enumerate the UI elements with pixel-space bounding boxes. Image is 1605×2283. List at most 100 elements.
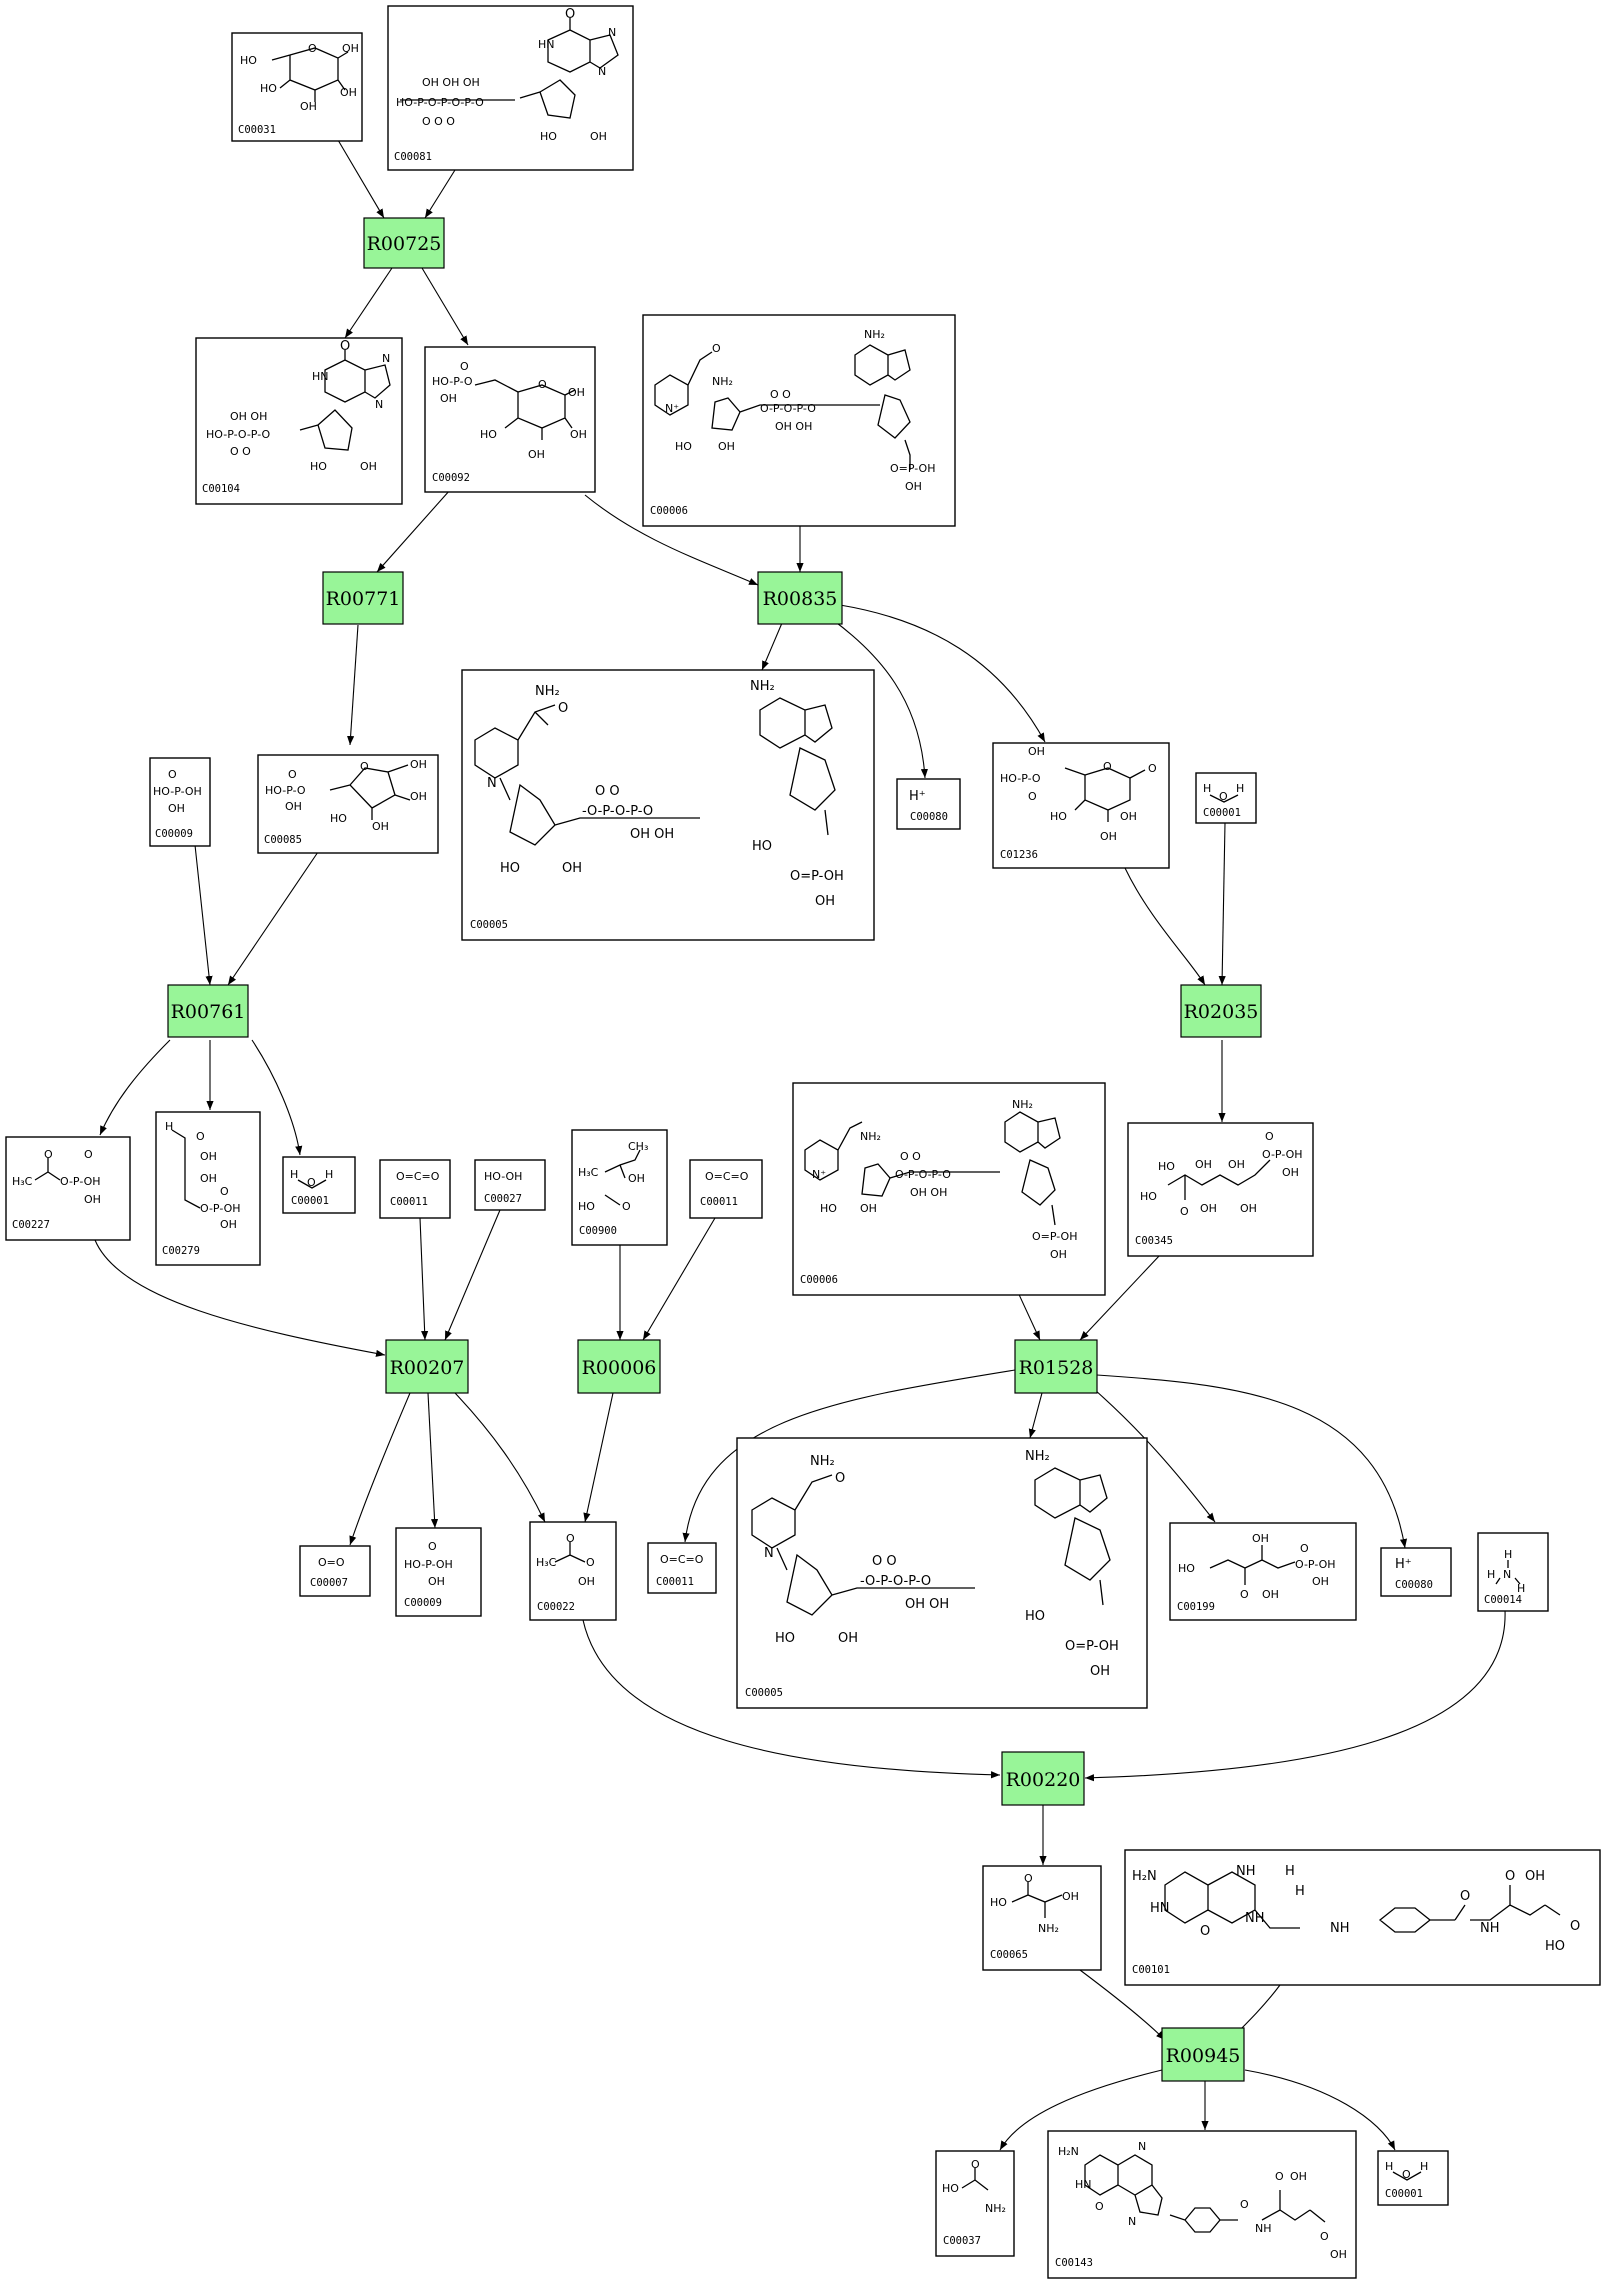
reaction-box <box>757 571 843 625</box>
compound-node-c00092[interactable]: O HO-P-O OH O OH HO OH OH C00092 <box>424 346 596 493</box>
compound-node-c01236[interactable]: OH HO-P-O O O O HO OH OH C01236 <box>992 742 1170 869</box>
svg-text:OH: OH <box>428 1575 445 1588</box>
reaction-node-r01528[interactable]: R01528 <box>1014 1339 1098 1394</box>
compound-node-c00081[interactable]: O HN N N OH OH OH HO-P-O-P-O-P-O O O O H… <box>387 5 634 171</box>
compound-node-c00027[interactable]: HO-OH C00027 <box>474 1159 546 1211</box>
compound-label: C00014 <box>1484 1594 1522 1606</box>
compound-node-c00006a[interactable]: O NH₂ NH₂ N⁺ O O O-P-O-P-O OH OH HO OH O… <box>642 314 956 527</box>
svg-text:OH: OH <box>1200 1202 1217 1215</box>
compound-node-c00900[interactable]: CH₃ H₃C OH HO O C00900 <box>571 1129 668 1246</box>
svg-text:N: N <box>1503 1568 1511 1581</box>
reaction-node-r00220[interactable]: R00220 <box>1001 1751 1085 1806</box>
svg-text:O O: O O <box>230 445 251 458</box>
svg-text:OH: OH <box>1228 1158 1245 1171</box>
structure-c00345: O O-P-OH OH HO OH OH HO OH OH O <box>1140 1130 1303 1218</box>
svg-text:H₃C: H₃C <box>536 1556 557 1569</box>
compound-node-c00143[interactable]: H₂N N HN O N O NH O OH O OH C00143 <box>1047 2130 1357 2279</box>
svg-text:HO: HO <box>820 1202 837 1215</box>
compound-node-c00001c[interactable]: H O H C00001 <box>1377 2150 1449 2206</box>
svg-text:OH: OH <box>815 894 835 909</box>
svg-text:O: O <box>565 7 575 22</box>
reaction-label: R02035 <box>1184 1001 1259 1023</box>
compound-node-c00104[interactable]: O HN N N OH OH HO-P-O-P-O O O HO OH C001… <box>195 337 403 505</box>
compound-node-c00199[interactable]: OH O HO O-P-OH O OH OH C00199 <box>1169 1522 1357 1621</box>
compound-node-c00006b[interactable]: NH₂ NH₂ N⁺ O O O-P-O-P-O OH OH HO OH O=P… <box>792 1082 1106 1296</box>
svg-text:O: O <box>340 339 350 354</box>
reaction-node-r02035[interactable]: R02035 <box>1180 984 1262 1038</box>
compound-label: C00011 <box>700 1196 738 1208</box>
compound-node-c00001a[interactable]: H O H C00001 <box>1195 772 1257 824</box>
svg-text:O: O <box>586 1556 595 1569</box>
svg-text:OH: OH <box>1195 1158 1212 1171</box>
compound-node-c00007[interactable]: O=O C00007 <box>299 1545 371 1597</box>
compound-node-c00037[interactable]: O HO NH₂ C00037 <box>935 2150 1015 2257</box>
structure-c00011a: O=C=O <box>396 1170 440 1183</box>
compound-node-c00011c[interactable]: O=C=O C00011 <box>647 1542 717 1594</box>
svg-text:O: O <box>1148 762 1157 775</box>
svg-text:H₃C: H₃C <box>578 1166 599 1179</box>
svg-text:O: O <box>835 1471 845 1486</box>
structure-c00092: O HO-P-O OH O OH HO OH OH <box>432 360 587 461</box>
compound-label: C00011 <box>656 1576 694 1588</box>
svg-text:HO: HO <box>1545 1939 1565 1954</box>
reaction-node-r00945[interactable]: R00945 <box>1161 2027 1245 2082</box>
compound-node-c00279[interactable]: H O OH OH O-P-OH O OH C00279 <box>155 1111 261 1266</box>
edge-c00014-r00220 <box>1084 1609 1506 1782</box>
svg-text:O: O <box>1240 2198 1249 2211</box>
compound-node-c00011a[interactable]: O=C=O C00011 <box>379 1159 451 1219</box>
svg-text:O: O <box>1200 1924 1210 1939</box>
compound-label: C00199 <box>1177 1601 1215 1613</box>
edge-c00031-r00725 <box>337 139 385 219</box>
compound-node-c00014[interactable]: H H N H C00014 <box>1477 1532 1549 1612</box>
structure-c00007: O=O <box>318 1556 345 1569</box>
compound-node-c00005a[interactable]: NH₂ O NH₂ N O O -O-P-O-P-O OH OH HO OH H… <box>461 669 875 941</box>
svg-text:NH: NH <box>1236 1864 1256 1879</box>
svg-text:OH OH: OH OH <box>910 1186 947 1199</box>
svg-text:HO: HO <box>1050 810 1067 823</box>
svg-text:NH: NH <box>1330 1921 1350 1936</box>
reaction-node-r00207[interactable]: R00207 <box>385 1339 469 1394</box>
compound-node-c00085[interactable]: O HO-P-O OH O OH OH HO OH C00085 <box>257 754 439 854</box>
compound-node-c00011b[interactable]: O=C=O C00011 <box>689 1159 763 1219</box>
svg-text:HO: HO <box>675 440 692 453</box>
compound-node-c00345[interactable]: O O-P-OH OH HO OH OH HO OH OH O C00345 <box>1127 1122 1314 1257</box>
edge-r00207-c00007 <box>349 1392 411 1546</box>
reaction-node-r00771[interactable]: R00771 <box>322 571 404 625</box>
compound-label: C00279 <box>162 1245 200 1257</box>
reaction-node-r00835[interactable]: R00835 <box>757 571 843 625</box>
compound-node-c00009a[interactable]: O HO-P-OH OH C00009 <box>149 757 211 847</box>
structure-c00080b: H⁺ <box>1395 1557 1412 1572</box>
svg-text:O: O <box>428 1540 437 1553</box>
compound-node-c00080a[interactable]: H⁺ C00080 <box>896 778 961 830</box>
svg-text:OH OH: OH OH <box>230 410 267 423</box>
compound-node-c00031[interactable]: O HO OH HO OH OH C00031 <box>231 32 363 142</box>
reaction-node-r00725[interactable]: R00725 <box>363 217 445 269</box>
compound-node-c00005b[interactable]: NH₂ O NH₂ N O O -O-P-O-P-O OH OH HO OH H… <box>736 1437 1148 1709</box>
svg-text:O: O <box>1320 2230 1329 2243</box>
svg-text:HO-P-OH: HO-P-OH <box>153 785 202 798</box>
structure-c00001b: H O H <box>290 1168 333 1189</box>
structure-c00005a: NH₂ O NH₂ N O O -O-P-O-P-O OH OH HO OH H… <box>474 679 844 909</box>
compound-node-c00065[interactable]: O HO OH NH₂ C00065 <box>982 1865 1102 1971</box>
compound-node-c00101[interactable]: H₂N NH HN O NH H H NH O NH O OH HO O C00… <box>1124 1849 1601 1986</box>
svg-text:OH: OH <box>342 42 359 55</box>
structure-c00065: O HO OH NH₂ <box>990 1872 1079 1935</box>
svg-text:HO: HO <box>240 54 257 67</box>
reaction-label: R01528 <box>1019 1357 1094 1379</box>
svg-text:HO: HO <box>330 812 347 825</box>
svg-text:O: O <box>971 2158 980 2171</box>
svg-text:N: N <box>598 65 606 78</box>
svg-text:OH: OH <box>1262 1588 1279 1601</box>
svg-text:OH: OH <box>562 861 582 876</box>
reaction-node-r00761[interactable]: R00761 <box>167 984 249 1038</box>
compound-node-c00022[interactable]: O H₃C O OH C00022 <box>529 1521 617 1621</box>
structure-c00037: O HO NH₂ <box>942 2158 1006 2215</box>
reaction-node-r00006[interactable]: R00006 <box>577 1339 661 1394</box>
svg-text:O: O <box>1570 1919 1580 1934</box>
svg-text:O: O <box>1240 1588 1249 1601</box>
compound-node-c00227[interactable]: O O H₃C O-P-OH OH C00227 <box>5 1136 131 1241</box>
compound-node-c00009b[interactable]: O HO-P-OH OH C00009 <box>395 1527 482 1617</box>
compound-node-c00080b[interactable]: H⁺ C00080 <box>1380 1547 1452 1597</box>
compound-node-c00001b[interactable]: H O H C00001 <box>282 1156 356 1214</box>
